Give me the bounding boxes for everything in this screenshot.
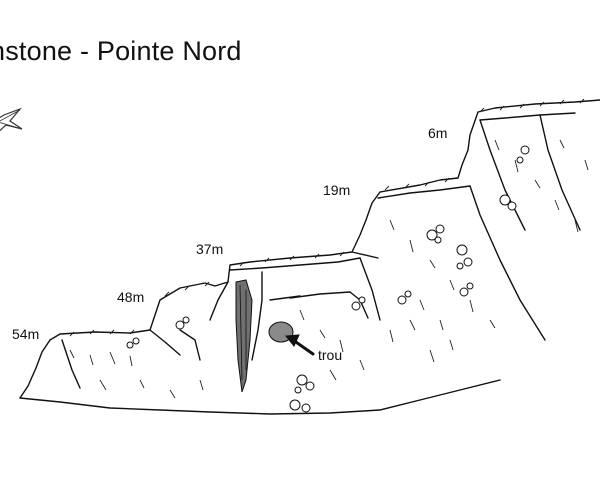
depth-label-19m: 19m	[323, 182, 351, 198]
depth-label-48m: 48m	[117, 289, 145, 305]
reef-outline	[19, 99, 600, 415]
rock-texture	[69, 98, 589, 399]
compass-rose-icon	[0, 107, 23, 132]
depth-label-37m: 37m	[196, 241, 224, 257]
coral-clusters	[126, 145, 530, 413]
diagram-title: nstone - Pointe Nord	[0, 36, 242, 66]
depth-label-6m: 6m	[428, 125, 448, 141]
depth-label-54m: 54m	[12, 326, 40, 342]
crevice	[235, 279, 253, 393]
arrow-icon	[285, 334, 315, 356]
hole-label: trou	[318, 347, 343, 363]
